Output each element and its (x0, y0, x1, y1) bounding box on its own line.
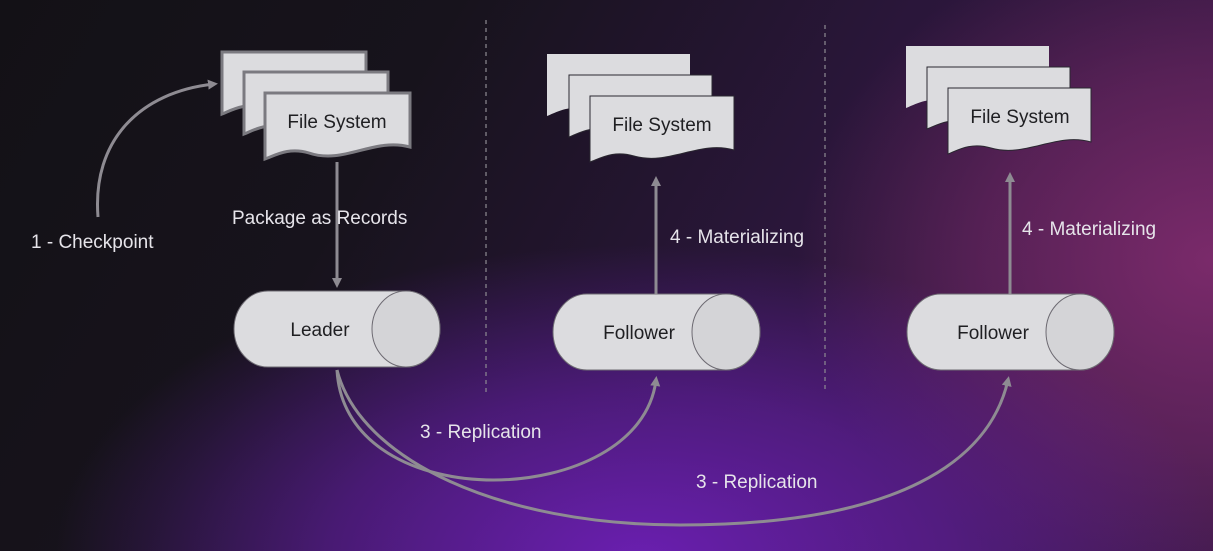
checkpoint-arrow (96, 79, 218, 218)
follower2-label: Follower (957, 323, 1029, 344)
package-label: Package as Records (232, 208, 408, 229)
follower2-fs-label: File System (970, 107, 1069, 128)
replication-arrow-2 (335, 369, 1012, 527)
materializing-label-2: 4 - Materializing (1022, 219, 1157, 240)
replication-label-1: 3 - Replication (420, 422, 542, 443)
follower1-node: Follower (552, 293, 761, 371)
materializing-label-1: 4 - Materializing (670, 227, 805, 248)
follower2-node: Follower (906, 293, 1115, 371)
leader-label: Leader (290, 320, 350, 341)
leader-node: Leader (233, 290, 441, 368)
follower1-label: Follower (603, 323, 675, 344)
checkpoint-label: 1 - Checkpoint (31, 232, 154, 253)
replication-arrow-1 (335, 369, 661, 482)
follower1-file-system: File System (547, 54, 735, 163)
follower2-file-system: File System (906, 46, 1092, 155)
leader-file-system: File System (220, 50, 412, 162)
follower1-fs-label: File System (612, 115, 711, 136)
leader-fs-label: File System (287, 112, 386, 133)
replication-label-2: 3 - Replication (696, 472, 818, 493)
